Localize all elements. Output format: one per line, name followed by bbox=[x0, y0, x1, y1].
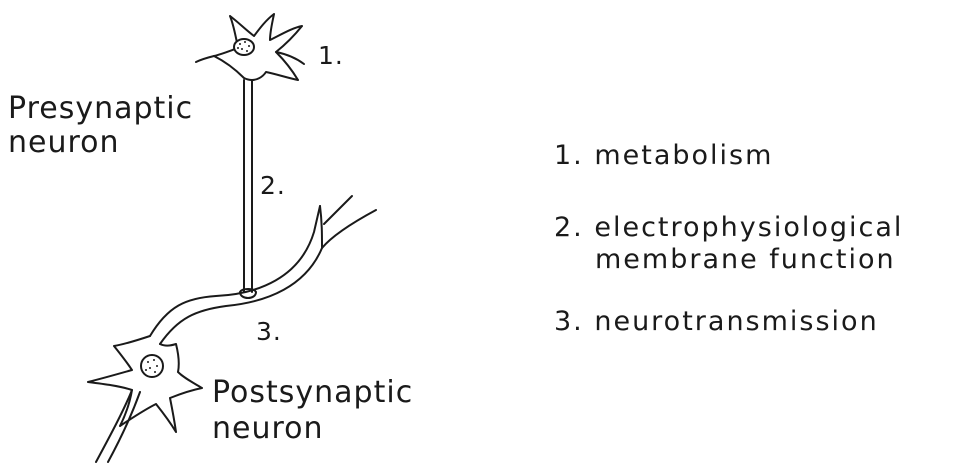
marker-2: 2. bbox=[260, 171, 286, 200]
postsynaptic-cell-body bbox=[88, 336, 202, 462]
legend-item-2-line2: membrane function bbox=[595, 244, 896, 275]
presynaptic-label-line1: Presynaptic bbox=[8, 91, 193, 126]
postsynaptic-label-line2: neuron bbox=[212, 411, 324, 446]
legend-item-3: 3. neurotransmission bbox=[554, 306, 879, 337]
postsynaptic-nucleus bbox=[141, 355, 163, 377]
presynaptic-axon bbox=[244, 80, 252, 292]
legend-item-2-line1: 2. electrophysiological bbox=[554, 212, 903, 243]
marker-3: 3. bbox=[256, 317, 282, 346]
presynaptic-nucleus bbox=[234, 39, 254, 55]
presynaptic-label-line2: neuron bbox=[8, 125, 120, 160]
marker-1: 1. bbox=[318, 41, 344, 70]
legend-item-1: 1. metabolism bbox=[554, 140, 773, 171]
postsynaptic-label-line1: Postsynaptic bbox=[212, 375, 413, 410]
legend: 1. metabolism 2. electrophysiological me… bbox=[554, 140, 903, 337]
